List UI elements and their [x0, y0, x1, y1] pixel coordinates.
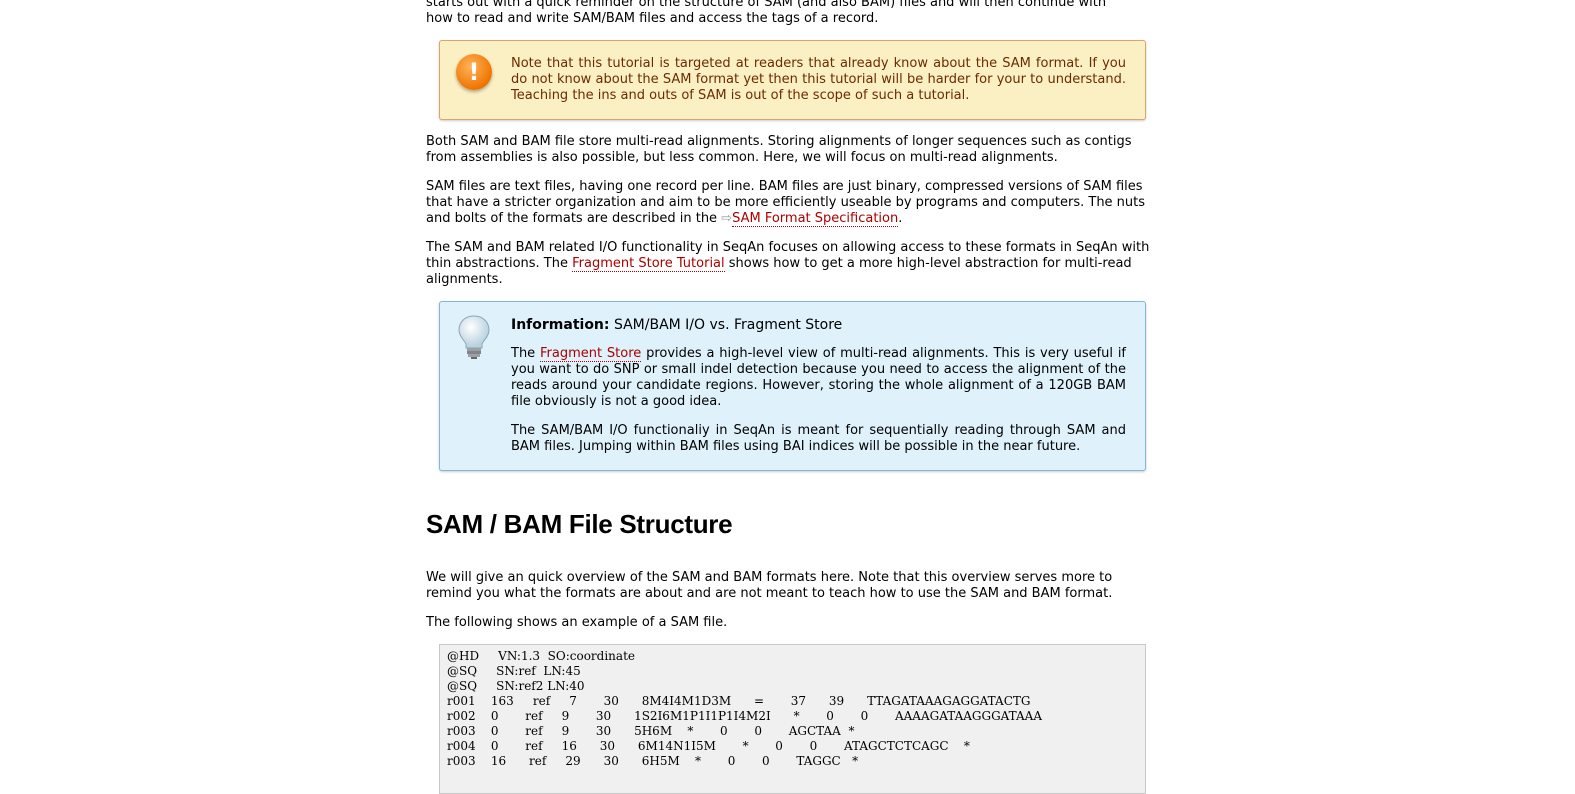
external-link-arrow-icon: ⇨ — [721, 211, 733, 226]
main-content: starts out with a quick reminder on the … — [426, 0, 1156, 794]
info-box: Information: SAM/BAM I/O vs. Fragment St… — [439, 301, 1146, 471]
lightbulb-icon — [458, 315, 490, 359]
intro-paragraph: starts out with a quick reminder on the … — [426, 0, 1156, 27]
info-paragraph-2: The SAM/BAM I/O functionaliy in SeqAn is… — [511, 423, 1126, 454]
intro-line-2: how to read and write SAM/BAM files and … — [426, 11, 879, 26]
paragraph-overview: We will give an quick overview of the SA… — [426, 570, 1113, 601]
sam-example-code: @HD VN:1.3 SO:coordinate @SQ SN:ref LN:4… — [439, 644, 1146, 794]
paragraph-example-intro: The following shows an example of a SAM … — [426, 615, 728, 630]
paragraph-seqan-io: The SAM and BAM related I/O functionalit… — [426, 240, 1150, 287]
paragraph-sam-files: SAM files are text files, having one rec… — [426, 179, 1146, 227]
section-heading: SAM / BAM File Structure — [426, 509, 733, 539]
warning-box: ! Note that this tutorial is targeted at… — [439, 40, 1146, 120]
fragment-store-tutorial-link[interactable]: Fragment Store Tutorial — [572, 256, 725, 272]
fragment-store-link[interactable]: Fragment Store — [540, 346, 642, 362]
sam-spec-link[interactable]: SAM Format Specification — [732, 211, 899, 227]
paragraph-alignments: Both SAM and BAM file store multi-read a… — [426, 134, 1132, 165]
warning-text: Note that this tutorial is targeted at r… — [511, 56, 1126, 103]
info-paragraph-1: The Fragment Store provides a high-level… — [511, 346, 1127, 409]
intro-line-1: starts out with a quick reminder on the … — [426, 0, 1107, 10]
info-title: Information: SAM/BAM I/O vs. Fragment St… — [511, 317, 843, 333]
exclamation-icon: ! — [456, 54, 492, 90]
